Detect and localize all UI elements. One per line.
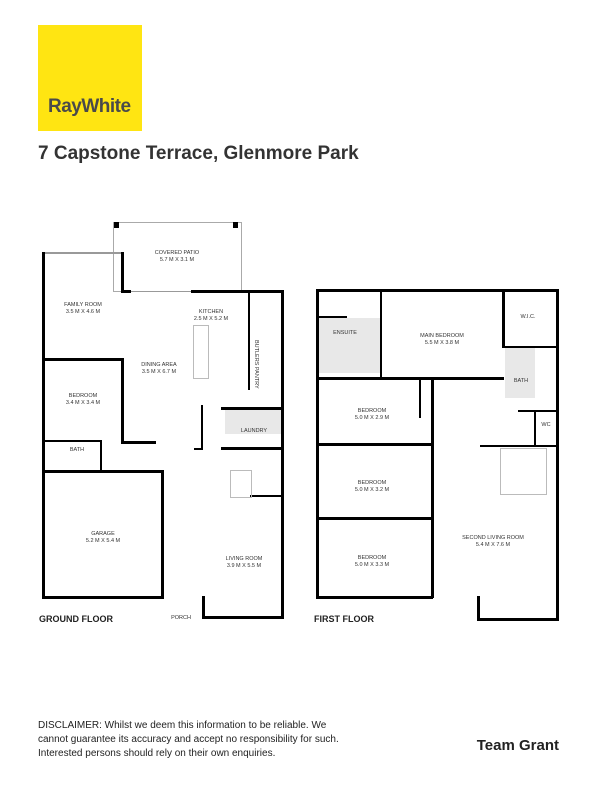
room-label: BATH bbox=[513, 378, 529, 384]
room-label: ENSUITE bbox=[333, 330, 357, 336]
kitchen-island bbox=[193, 325, 209, 379]
raywhite-logo: RayWhite bbox=[38, 25, 142, 131]
stairs bbox=[230, 470, 252, 498]
property-address: 7 Capstone Terrace, Glenmore Park bbox=[38, 143, 359, 164]
room-label: LAUNDRY bbox=[240, 428, 268, 434]
stairs bbox=[500, 448, 547, 495]
ground-floor-label: GROUND FLOOR bbox=[39, 614, 113, 624]
room-label: WC bbox=[541, 422, 551, 428]
room-label: BUTLERS PANTRY bbox=[253, 340, 259, 389]
first-floor-label: FIRST FLOOR bbox=[314, 614, 374, 624]
room-label: W.I.C. bbox=[520, 314, 536, 320]
room-label: BATH bbox=[69, 447, 85, 453]
disclaimer: DISCLAIMER: Whilst we deem this informat… bbox=[38, 720, 339, 759]
logo-text: RayWhite bbox=[48, 96, 131, 117]
agent-name: Team Grant bbox=[476, 737, 559, 754]
room-label: PORCH bbox=[171, 615, 191, 621]
